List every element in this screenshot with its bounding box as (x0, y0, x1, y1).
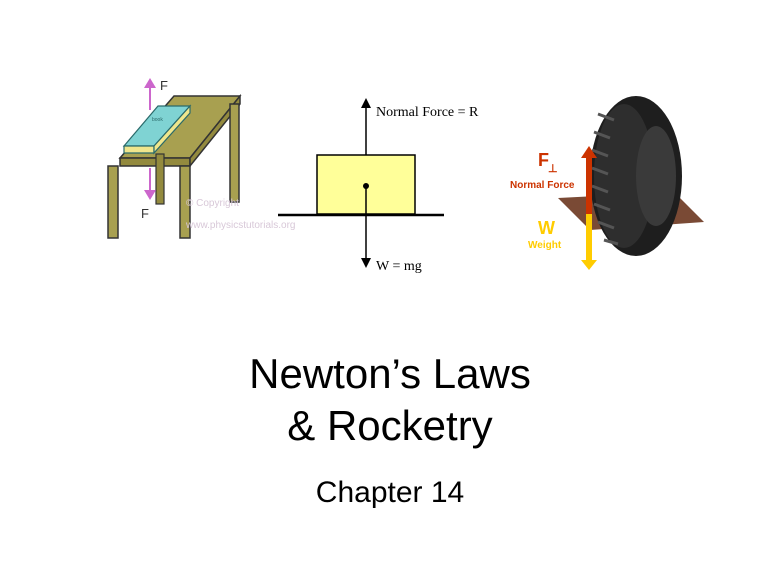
normal-force-label: Normal Force = R (376, 105, 479, 120)
table-leg (107, 165, 119, 239)
table-top-edge (119, 157, 191, 167)
box-figure: Normal Force = R W = mg (278, 98, 479, 274)
arrow-down-icon (581, 260, 597, 270)
arrow-up-icon (581, 146, 597, 158)
table-leg (155, 153, 165, 205)
weight-symbol: W (538, 218, 555, 238)
arrow-down-icon (361, 258, 371, 268)
tire-figure: F ⊥ Normal Force W Weight (510, 96, 704, 270)
slide-subtitle: Chapter 14 (315, 476, 465, 509)
table-leg (179, 165, 191, 239)
normal-symbol: F (538, 150, 549, 170)
tire-tread (591, 112, 619, 246)
title-line1: Newton’s Laws (249, 350, 531, 397)
arrow-up-icon (361, 98, 371, 108)
bottom-force-label: F (141, 206, 149, 221)
down-arrow-icon (144, 190, 156, 200)
table-leg (229, 103, 240, 203)
top-force-label: F (160, 78, 168, 93)
book-label: book (152, 117, 163, 123)
normal-subscript: ⊥ (548, 163, 558, 175)
up-arrow-icon (144, 78, 156, 88)
weight-label: Weight (528, 240, 562, 251)
title-line2: & Rocketry (287, 402, 493, 449)
slide-title: Newton’s Laws & Rocketry (180, 348, 600, 452)
weight-label: W = mg (376, 259, 422, 274)
watermark-line1: © Copyright (186, 198, 239, 209)
weight-bar (586, 214, 592, 264)
book-side (123, 145, 155, 154)
normal-force-bar (586, 156, 592, 214)
table-figure: book F F © Copyright www.physicstutorial… (107, 78, 295, 239)
watermark-line2: www.physicstutorials.org (185, 220, 295, 231)
normal-force-label: Normal Force (510, 180, 575, 191)
